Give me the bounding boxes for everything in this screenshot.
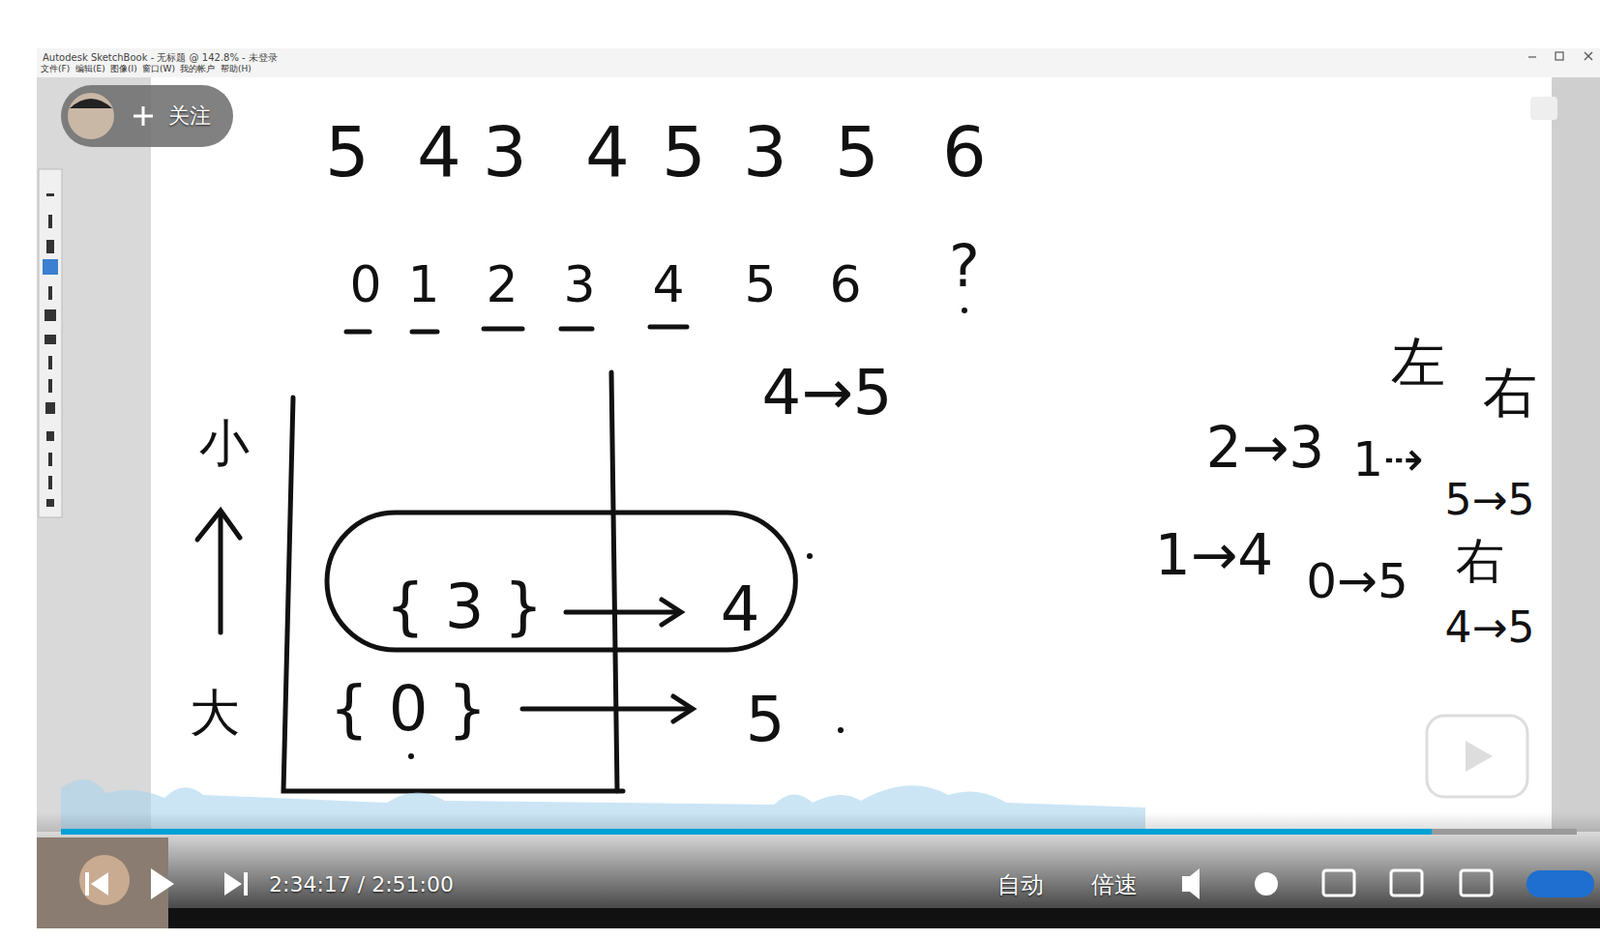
array-value: 6 [942, 114, 987, 191]
note: 右 [1455, 534, 1505, 589]
node-text: 4 [720, 575, 761, 644]
oval-shape [326, 512, 796, 651]
pointer-arrows [522, 599, 693, 722]
follow-pill [60, 85, 234, 148]
left-panel [36, 77, 151, 832]
menu-item: 文件(F) [40, 64, 70, 75]
stack-entry: { 0 } [329, 675, 488, 743]
array-value: 3 [482, 114, 528, 191]
array-index: 0 [349, 257, 382, 313]
menu-item: 编辑(E) [75, 64, 106, 75]
menu-item: 帮助(H) [220, 64, 252, 75]
window-title: Autodesk SketchBook - 无标题 @ 142.8% - 未登录 [42, 52, 278, 63]
array-value: 4 [585, 114, 630, 191]
toolbar [38, 169, 62, 518]
stack-entry-oval: { 3 } 4 [324, 509, 799, 653]
array-index: 3 [562, 257, 595, 313]
array-value: 5 [834, 114, 880, 191]
player-button: 倍速 [1091, 872, 1138, 898]
note: 5→5 [1445, 476, 1536, 524]
menu-item: 窗口(W) [142, 64, 176, 75]
player-button: 自动 [997, 872, 1044, 898]
right-panel [1551, 77, 1600, 832]
tool-icons [42, 193, 59, 507]
help-icon [1530, 96, 1558, 120]
note: 4→5 [761, 358, 892, 427]
ghost-play-triangle [1465, 740, 1493, 772]
array-index: 2 [485, 257, 518, 313]
ghost-play [1426, 715, 1528, 798]
avatar [67, 92, 115, 140]
menu-item: 图像(I) [110, 64, 138, 75]
progress-track [60, 829, 1577, 835]
array-index: 5 [743, 257, 776, 313]
webcam-face [79, 855, 130, 906]
underlines [346, 326, 687, 332]
array-index: 6 [829, 257, 861, 313]
avatar-cap [69, 98, 113, 109]
note: 0→5 [1305, 555, 1409, 609]
note: 左 [1391, 332, 1446, 393]
stack-outline [283, 372, 623, 792]
node-text: { 3 } [385, 572, 544, 641]
order-arrow [197, 510, 240, 633]
array-value: 3 [742, 114, 788, 191]
player-shade [36, 812, 1600, 910]
stack-label: 大 [189, 685, 240, 741]
note: 4→5 [1445, 604, 1536, 652]
webcam [36, 837, 169, 929]
play-time: 2:34:17 / 2:51:00 [268, 873, 454, 897]
array-index: 4 [651, 257, 684, 313]
menu-item: 我的帐户 [179, 64, 215, 75]
array-value: 5 [661, 114, 707, 191]
array-value: 5 [325, 114, 370, 191]
dots [408, 307, 968, 760]
title-bar [36, 48, 1600, 78]
stack-value: 5 [745, 685, 786, 754]
player-icons [85, 868, 1595, 900]
window-buttons [1528, 52, 1593, 60]
note: 1⇢ [1352, 433, 1424, 487]
follow-text: 关注 [168, 104, 211, 128]
progress-fill [60, 829, 1432, 835]
plus-icon [133, 106, 153, 126]
array-value: 4 [416, 114, 462, 191]
taskbar [36, 908, 1600, 929]
note: 2→3 [1206, 417, 1325, 480]
array-index: 1 [407, 257, 440, 313]
note: 1→4 [1155, 525, 1274, 588]
array-index: ? [948, 234, 980, 298]
stack-label: 小 [199, 415, 250, 472]
note: 右 [1482, 362, 1538, 423]
